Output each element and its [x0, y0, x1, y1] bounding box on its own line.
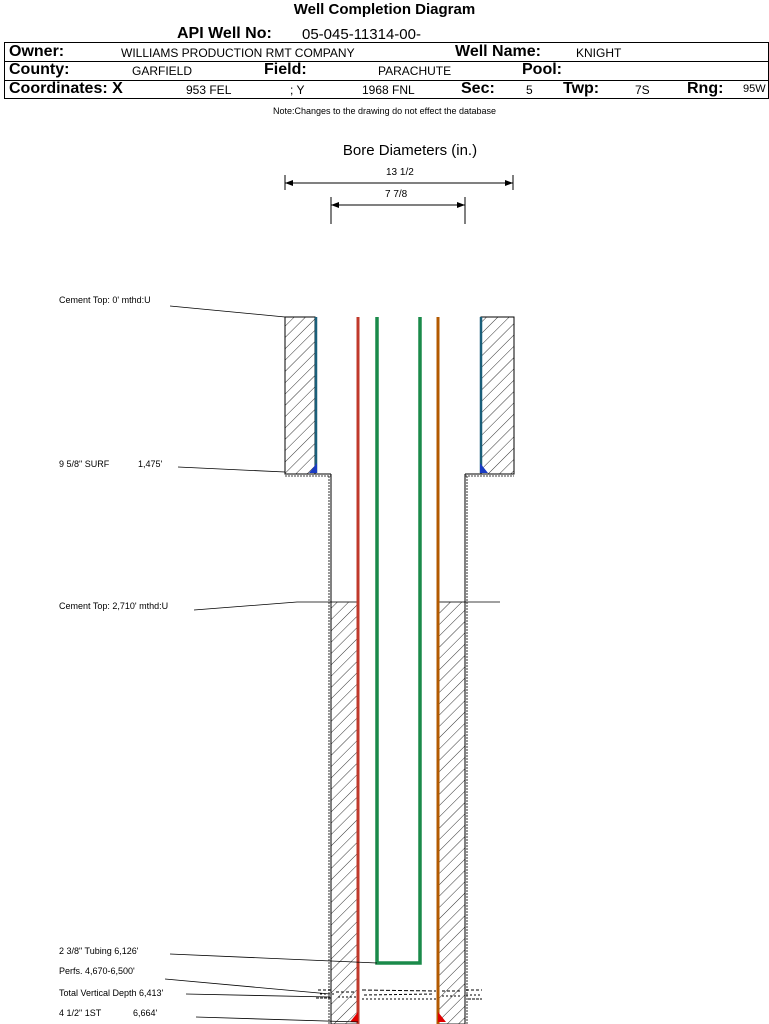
api-label: API Well No:: [177, 25, 272, 42]
owner-row: Owner: WILLIAMS PRODUCTION RMT COMPANY W…: [4, 42, 769, 62]
coord-x-value: 953 FEL: [186, 83, 232, 97]
production-casing-label: 4 1/2" 1ST: [59, 1008, 102, 1018]
perforations: [316, 989, 482, 1000]
twp-label: Twp:: [563, 80, 600, 97]
api-value: 05-045-11314-00-: [302, 26, 421, 43]
coordinates-row: Coordinates: X 953 FEL ; Y 1968 FNL Sec:…: [4, 80, 769, 99]
perforations-label: Perfs. 4,670-6,500': [59, 966, 135, 976]
production-casing-depth: 6,664': [133, 1008, 158, 1018]
cement-top-surface-label: Cement Top: 0' mthd:U: [59, 295, 151, 305]
bore-outer-label: 13 1/2: [386, 167, 414, 178]
rng-label: Rng:: [687, 80, 724, 97]
cement-top-production-label: Cement Top: 2,710' mthd:U: [59, 601, 169, 611]
surface-hole-shoulder: [285, 473, 514, 477]
bore-inner-label: 7 7/8: [385, 189, 408, 200]
production-casing-shoe: [350, 1012, 446, 1022]
field-value: PARACHUTE: [378, 64, 452, 78]
twp-value: 7S: [635, 83, 650, 97]
bore-dimension-inner: [330, 197, 466, 224]
diagram-title: Well Completion Diagram: [293, 1, 476, 18]
field-label: Field:: [264, 61, 307, 78]
county-value: GARFIELD: [132, 64, 193, 78]
total-vertical-depth-label: Total Vertical Depth 6,413': [59, 988, 164, 998]
surface-casing-shoe: [309, 463, 488, 473]
sec-value: 5: [526, 83, 533, 97]
production-casing: [356, 317, 440, 1024]
surface-casing: [314, 317, 483, 473]
well-name-value: KNIGHT: [576, 46, 622, 60]
tubing-label: 2 3/8" Tubing 6,126': [59, 946, 139, 956]
owner-value: WILLIAMS PRODUCTION RMT COMPANY: [121, 46, 355, 60]
tubing: [375, 317, 422, 965]
coordinates-label: Coordinates: X: [9, 80, 123, 97]
county-row: County: GARFIELD Field: PARACHUTE Pool:: [4, 61, 769, 81]
surface-casing-depth: 1,475': [138, 459, 163, 469]
rng-value: 95W: [743, 83, 766, 95]
coord-y-value: 1968 FNL: [362, 83, 415, 97]
leader-lines: [164, 305, 500, 1023]
production-cement: [330, 601, 466, 1024]
surface-cement: [284, 316, 515, 475]
surface-casing-label: 9 5/8" SURF: [59, 459, 110, 469]
sec-label: Sec:: [461, 80, 495, 97]
well-name-label: Well Name:: [455, 43, 541, 60]
bore-diameters-title: Bore Diameters (in.): [342, 142, 478, 159]
owner-label: Owner:: [9, 43, 65, 60]
bore-dimension-outer: [284, 175, 514, 190]
database-note: Note:Changes to the drawing do not effec…: [273, 106, 496, 116]
pool-label: Pool:: [522, 61, 562, 78]
coord-y-label: ; Y: [290, 83, 305, 97]
county-label: County:: [9, 61, 70, 78]
